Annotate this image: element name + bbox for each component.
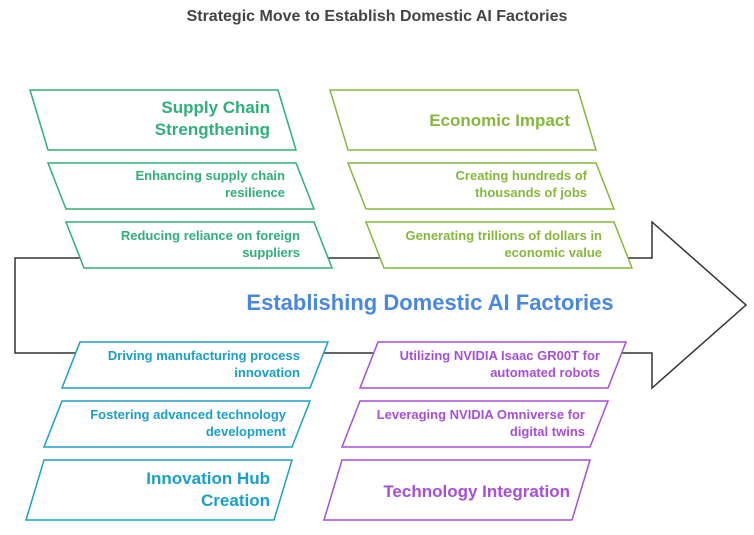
economic-item-1: Creating hundreds of thousands of jobs bbox=[455, 168, 587, 200]
economic-item-box-2 bbox=[364, 221, 634, 269]
technology-item-box-1 bbox=[358, 341, 628, 389]
supply-chain-heading-box bbox=[28, 89, 298, 151]
economic-item-2: Generating trillions of dollars in econo… bbox=[405, 228, 602, 260]
center-label: Establishing Domestic AI Factories bbox=[246, 290, 614, 315]
technology-item-box-2 bbox=[340, 400, 610, 448]
diagram-title: Strategic Move to Establish Domestic AI … bbox=[186, 8, 568, 25]
innovation-item-box-2 bbox=[42, 400, 312, 448]
technology-item-2: Leveraging NVIDIA Omniverse for digital … bbox=[376, 407, 585, 439]
supply-chain-item-box-1 bbox=[46, 162, 316, 210]
technology-heading: Technology Integration bbox=[383, 482, 570, 501]
supply-chain-item-2: Reducing reliance on foreign suppliers bbox=[120, 228, 300, 260]
economic-heading: Economic Impact bbox=[429, 111, 570, 130]
innovation-item-1: Driving manufacturing process innovation bbox=[107, 348, 300, 380]
supply-chain-item-box-2 bbox=[64, 221, 334, 269]
innovation-item-2: Fostering advanced technology developmen… bbox=[90, 407, 286, 439]
innovation-heading: Innovation Hub Creation bbox=[146, 469, 270, 511]
supply-chain-heading: Supply Chain Strengthening bbox=[154, 98, 270, 140]
innovation-item-box-1 bbox=[60, 341, 330, 389]
innovation-heading-box bbox=[24, 459, 294, 521]
supply-chain-item-1: Enhancing supply chain resilience bbox=[135, 168, 285, 200]
economic-item-box-1 bbox=[346, 162, 616, 210]
economic-heading-box bbox=[328, 89, 598, 151]
technology-item-1: Utilizing NVIDIA Isaac GR00T for automat… bbox=[399, 348, 600, 380]
technology-heading-box bbox=[322, 459, 592, 521]
